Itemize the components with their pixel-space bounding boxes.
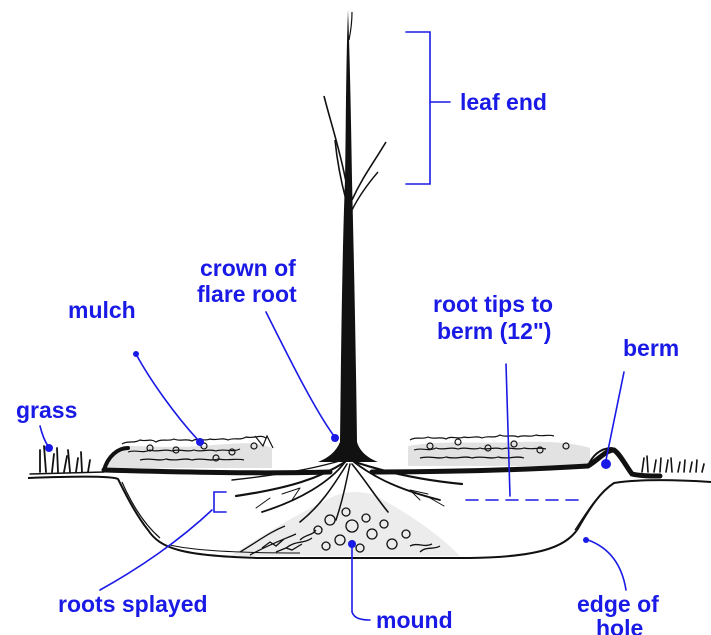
edge-of-hole-callout: edge of hole	[577, 537, 659, 635]
roots-splayed-leader	[100, 510, 212, 590]
mulch-leader-start-dot	[133, 351, 139, 357]
grass-label: grass	[16, 397, 77, 423]
roots-splayed-label: roots splayed	[58, 591, 208, 617]
mulch-label: mulch	[68, 297, 136, 323]
berm-label: berm	[623, 335, 679, 361]
mulch-leader	[136, 354, 198, 440]
grass-left	[30, 446, 104, 474]
edge-label-line2: hole	[596, 615, 643, 635]
grass-leader	[40, 426, 48, 446]
root-tips-label-line1: root tips to	[433, 291, 553, 317]
crown-label-line1: crown of	[200, 255, 296, 281]
crown-label-line2: flare root	[197, 281, 297, 307]
leaf-end-bracket	[406, 32, 430, 184]
planting-illustration	[28, 10, 711, 558]
mound-label: mound	[376, 607, 453, 633]
grass-right	[642, 456, 704, 472]
tree-trunk	[318, 10, 386, 462]
mulch-right	[408, 435, 590, 466]
mulch-left	[105, 436, 273, 468]
mulch-callout: mulch	[68, 297, 204, 446]
berm-dot	[601, 459, 611, 469]
crown-dot	[331, 434, 339, 442]
roots-splayed-bracket	[214, 492, 226, 512]
leaf-end-label: leaf end	[460, 89, 547, 115]
mound-dot	[348, 540, 356, 548]
edge-dot	[583, 537, 589, 543]
leaf-end-callout: leaf end	[406, 32, 547, 184]
grass-dot	[45, 444, 53, 452]
root-tips-leader	[506, 364, 510, 496]
mulch-dot	[196, 438, 204, 446]
edge-leader	[588, 540, 626, 590]
crown-leader	[266, 312, 334, 436]
edge-label-line1: edge of	[577, 591, 659, 617]
crown-callout: crown of flare root	[197, 255, 339, 442]
grass-callout: grass	[16, 397, 77, 452]
berm-leader	[606, 372, 624, 460]
root-tips-label-line2: berm (12")	[437, 318, 551, 344]
